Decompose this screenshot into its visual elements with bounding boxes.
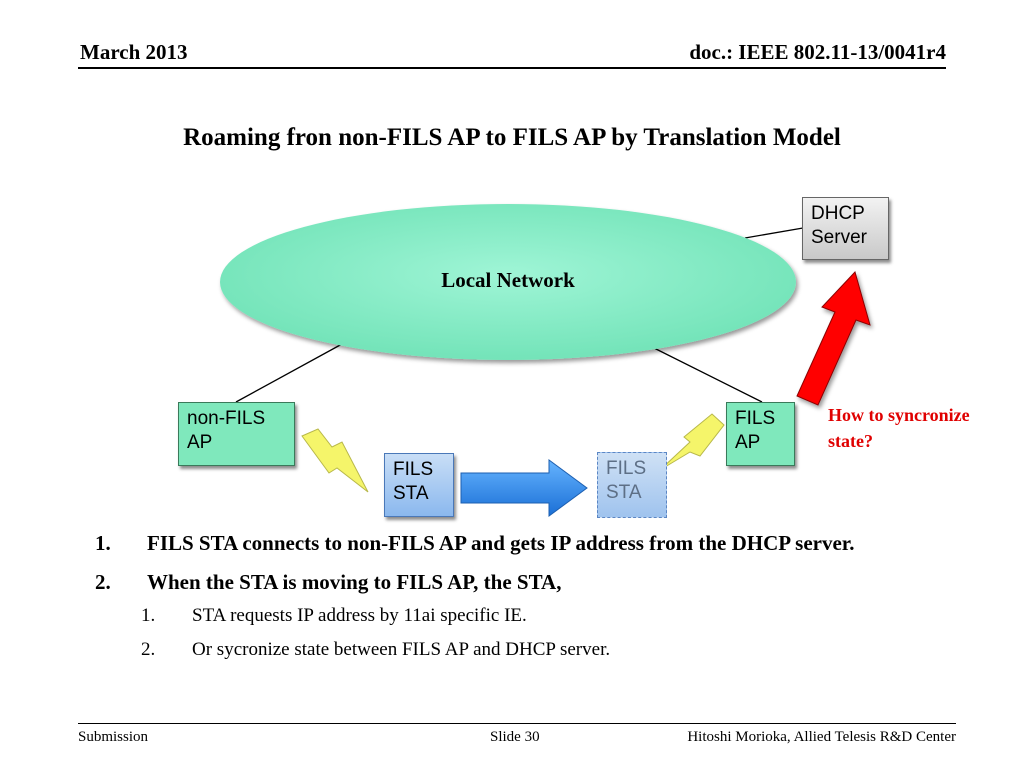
slide-title: Roaming fron non-FILS AP to FILS AP by T… — [183, 124, 841, 151]
header-date: March 2013 — [80, 40, 188, 64]
move-arrow — [460, 459, 588, 517]
fils-sta-moved-label: STA — [606, 482, 642, 503]
lightning-icon — [659, 413, 725, 471]
substep-text: STA requests IP address by 11ai specific… — [192, 605, 527, 626]
substep-number: 2. — [141, 639, 156, 660]
header-doc-id: doc.: IEEE 802.11-13/0041r4 — [689, 40, 946, 64]
non-fils-ap-label: non-FILS — [187, 408, 266, 429]
fils-ap-box: FILS AP — [726, 402, 795, 466]
dhcp-server-label: DHCP — [811, 203, 865, 224]
non-fils-ap-label: AP — [187, 432, 213, 453]
lightning-icon — [301, 428, 369, 493]
step-item: 2. When the STA is moving to FILS AP, th… — [95, 567, 965, 662]
step-text: FILS STA connects to non-FILS AP and get… — [147, 531, 855, 555]
substep-item: 1. STA requests IP address by 11ai speci… — [141, 604, 965, 628]
step-text: When the STA is moving to FILS AP, the S… — [147, 570, 562, 594]
link-cloud-filsap — [651, 346, 763, 403]
footer-slide-number: Slide 30 — [490, 729, 540, 745]
step-number: 2. — [95, 570, 111, 594]
sync-question: How to syncronize state? — [828, 402, 970, 454]
step-item: 1. FILS STA connects to non-FILS AP and … — [95, 528, 965, 559]
sync-question-line: state? — [828, 431, 873, 451]
substep-text: Or sycronize state between FILS AP and D… — [192, 639, 611, 660]
sync-question-line: How to syncronize — [828, 405, 970, 425]
sync-double-arrow — [796, 271, 871, 406]
local-network-label: Local Network — [441, 268, 575, 292]
dhcp-server-box: DHCP Server — [802, 197, 889, 260]
step-number: 1. — [95, 531, 111, 555]
substep-item: 2. Or sycronize state between FILS AP an… — [141, 638, 965, 662]
fils-sta-label: STA — [393, 483, 429, 504]
fils-sta-box: FILS STA — [384, 453, 454, 517]
substep-number: 1. — [141, 605, 156, 626]
footer-rule — [78, 723, 956, 724]
local-network-cloud — [220, 204, 796, 360]
fils-ap-label: AP — [735, 432, 761, 453]
footer-submission: Submission — [78, 729, 149, 745]
fils-sta-moved-label: FILS — [606, 458, 647, 479]
header-rule — [78, 67, 946, 69]
step-list: 1. FILS STA connects to non-FILS AP and … — [95, 528, 965, 672]
substep-list: 1. STA requests IP address by 11ai speci… — [141, 604, 965, 662]
dhcp-server-label: Server — [811, 227, 867, 248]
fils-sta-moved-box: FILS STA — [597, 452, 667, 518]
link-cloud-nonfils — [235, 343, 343, 403]
footer-author: Hitoshi Morioka, Allied Telesis R&D Cent… — [687, 729, 956, 745]
non-fils-ap-box: non-FILS AP — [178, 402, 295, 466]
link-cloud-dhcp — [744, 227, 804, 239]
fils-sta-label: FILS — [393, 459, 434, 480]
fils-ap-label: FILS — [735, 408, 776, 429]
